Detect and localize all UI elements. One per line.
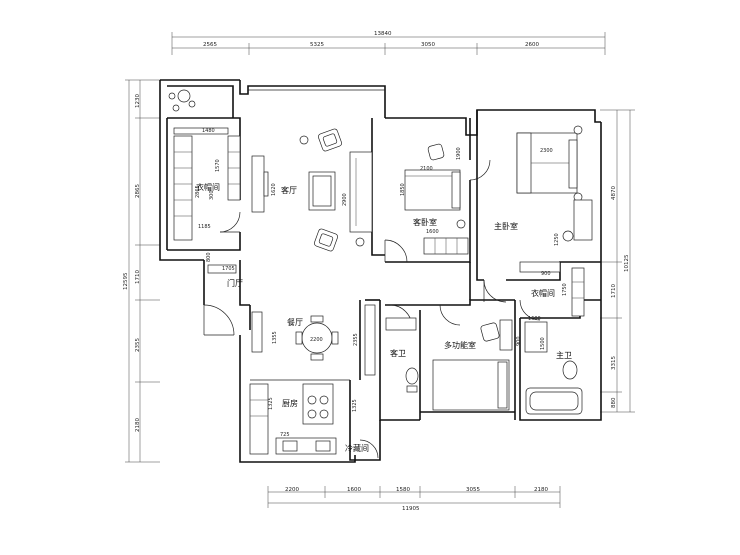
bottom-dim-3: 1580 — [396, 487, 410, 493]
bottom-dim-4: 3055 — [466, 487, 480, 493]
dim-label: 1750 — [562, 283, 568, 296]
dim-label: 1600 — [426, 229, 439, 235]
guest-chair-icon — [427, 143, 445, 161]
left-dim-3: 1710 — [135, 270, 141, 284]
dim-label: 1500 — [540, 337, 546, 350]
multi-chair-icon — [480, 322, 500, 342]
top-dimension-chain: 13840 2565 5325 3050 2600 — [171, 31, 606, 55]
dim-label: 2300 — [540, 148, 553, 154]
room-label-kitchen: 厨房 — [282, 398, 298, 408]
guest-bed-icon — [404, 169, 461, 211]
room-label-master-bedroom: 主卧室 — [494, 221, 518, 231]
dim-label: 1325 — [268, 397, 274, 410]
room-label-dining-room: 餐厅 — [287, 318, 303, 327]
dim-label: 1355 — [272, 331, 278, 344]
room-label-guest-bedroom: 客卧室 — [413, 217, 437, 227]
room-label-entrance-hall: 门厅 — [227, 278, 243, 288]
dim-label: 1325 — [352, 399, 358, 412]
room-label-cold-storage: 冷藏间 — [345, 443, 369, 453]
dim-label: 1250 — [554, 233, 560, 246]
armchair-icon — [314, 228, 338, 252]
bottom-dim-1: 2200 — [285, 487, 299, 493]
interior-dimensions: 1480 1570 2865 300 1185 800 1705 1620 29… — [195, 128, 568, 438]
room-label-living-room: 客厅 — [281, 185, 297, 195]
left-dim-2: 2865 — [135, 184, 141, 198]
dim-label: 1185 — [198, 224, 211, 230]
dim-label: 1570 — [215, 159, 221, 172]
multi-bed-icon — [432, 359, 510, 411]
armchair-icon — [318, 128, 342, 152]
top-total-dim: 13840 — [374, 31, 392, 37]
dim-label: 900 — [541, 271, 551, 277]
dining-cabinet-icon — [364, 304, 376, 376]
tv-cabinet-icon — [251, 155, 265, 213]
walls — [159, 79, 602, 463]
dim-label: 1850 — [400, 183, 406, 196]
bottom-dim-5: 2180 — [534, 487, 548, 493]
left-total-dim: 12595 — [123, 272, 129, 290]
guest-basin-icon — [385, 317, 417, 331]
master-basin-icon — [524, 321, 548, 353]
dim-label: 1620 — [271, 183, 277, 196]
left-dim-4: 2355 — [135, 338, 141, 352]
sofa-icon — [349, 151, 373, 233]
left-dimension-chain: 12595 1230 2865 1710 2355 2180 — [123, 79, 160, 463]
shoe-cabinet-icon — [207, 264, 237, 274]
dim-label: 2100 — [420, 166, 433, 172]
right-dim-5: 880 — [611, 397, 617, 408]
right-wardrobe-icon — [519, 261, 561, 273]
room-label-multi-function-room: 多功能室 — [444, 340, 476, 350]
right-dimension-chain: 4870 10125 1710 3315 880 — [600, 109, 635, 413]
dim-label: 1480 — [202, 128, 215, 134]
master-desk-icon — [573, 199, 593, 241]
balcony-table-icon — [177, 89, 191, 103]
top-dim-3: 3050 — [421, 42, 435, 48]
right-dim-4: 3315 — [611, 356, 617, 370]
room-label-guest-bath: 客卫 — [390, 348, 406, 358]
room-label-cloakroom-right: 衣帽间 — [531, 288, 555, 298]
room-label-cloakroom-left: 衣帽间 — [196, 182, 220, 192]
room-labels: 衣帽间 客厅 客卧室 主卧室 门厅 衣帽间 餐厅 客卫 多功能室 主卫 厨房 冷… — [196, 182, 572, 453]
dining-sideboard-icon — [251, 311, 263, 353]
bottom-dim-2: 1600 — [347, 487, 361, 493]
kitchen-counter-icon — [249, 383, 269, 455]
stove-icon — [302, 383, 334, 425]
dim-label: 1600 — [528, 316, 541, 322]
top-dim-4: 2600 — [525, 42, 539, 48]
furniture — [168, 89, 593, 455]
top-dim-2: 5325 — [310, 42, 324, 48]
dim-label: 300 — [209, 190, 215, 200]
bottom-dimension-chain: 2200 1600 1580 3055 2180 11905 — [267, 486, 561, 512]
guest-toilet-icon — [405, 367, 419, 385]
doors — [203, 159, 541, 459]
dim-label: 2865 — [195, 185, 201, 198]
dim-label: 2200 — [310, 337, 323, 343]
dim-label: 900 — [516, 336, 522, 346]
dim-label: 2355 — [353, 333, 359, 346]
dim-label: 1900 — [456, 147, 462, 160]
top-dim-1: 2565 — [203, 42, 217, 48]
bottom-total-dim: 11905 — [402, 506, 420, 512]
dim-label: 800 — [206, 252, 212, 262]
dim-label: 1705 — [222, 266, 235, 272]
room-label-master-bath: 主卫 — [556, 350, 572, 360]
dim-label: 2900 — [342, 193, 348, 206]
right-dim-3: 1710 — [611, 284, 617, 298]
dim-label: 725 — [280, 432, 290, 438]
left-dim-1: 1230 — [135, 94, 141, 108]
master-toilet-icon — [562, 360, 578, 380]
wardrobe-left-icon — [173, 135, 193, 241]
left-dim-5: 2180 — [135, 418, 141, 432]
right-dim-1: 4870 — [611, 186, 617, 200]
right-dim-2: 10125 — [624, 254, 630, 272]
